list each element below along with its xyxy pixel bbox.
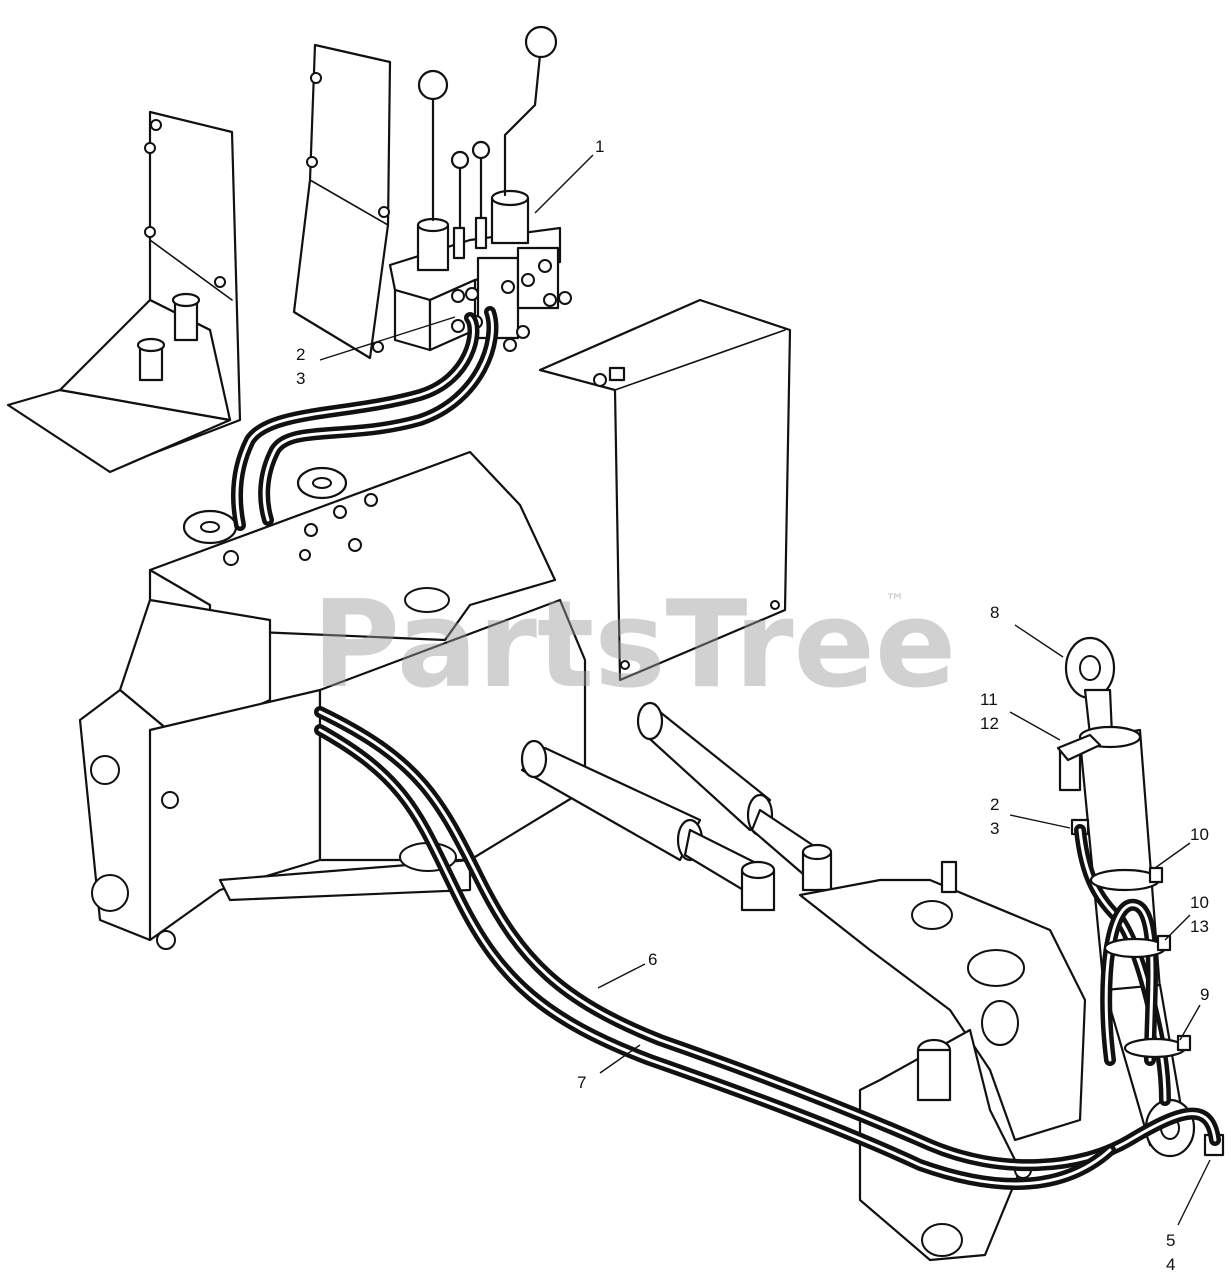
callout-3-a: 3 (296, 369, 305, 388)
control-shield-plate (292, 43, 392, 360)
watermark-trademark: ™ (885, 589, 905, 613)
callout-4: 4 (1166, 1255, 1175, 1274)
callout-3-b: 3 (990, 819, 999, 838)
callout-7: 7 (577, 1073, 586, 1092)
callout-2-a: 2 (296, 345, 305, 364)
side-panel (538, 298, 792, 682)
control-valve-assembly (388, 25, 572, 352)
callout-11: 11 (980, 690, 998, 709)
callout-6: 6 (648, 950, 657, 969)
callout-12: 12 (980, 714, 999, 733)
callout-1: 1 (595, 137, 604, 156)
callout-2-b: 2 (990, 795, 999, 814)
left-pedal-shield (6, 110, 242, 474)
watermark-text: PartsTree (312, 576, 956, 715)
callout-5: 5 (1166, 1231, 1175, 1250)
callout-10-a: 10 (1190, 825, 1209, 844)
callout-13: 13 (1190, 917, 1209, 936)
callout-10-b: 10 (1190, 893, 1209, 912)
main-frame (78, 450, 587, 950)
lift-cylinders (520, 701, 833, 912)
hose-clamps (1089, 866, 1192, 1059)
pivot-bracket (798, 860, 1087, 1262)
callout-labels: 1 2 3 8 11 12 2 3 10 10 13 9 6 7 5 4 (296, 137, 1209, 1274)
callout-leaders (319, 154, 1211, 1226)
callout-9: 9 (1200, 985, 1209, 1004)
callout-8: 8 (990, 603, 999, 622)
